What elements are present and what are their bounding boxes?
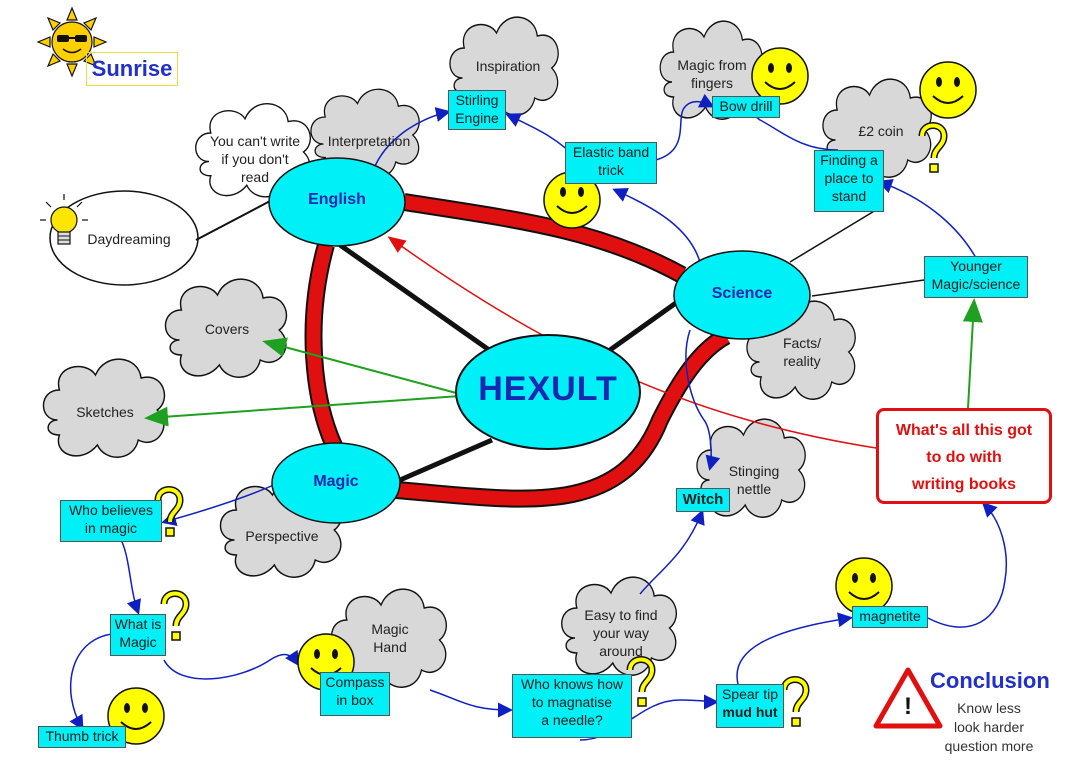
lightbulb-icon: [40, 194, 88, 245]
daydreaming-label: Daydreaming: [87, 231, 171, 247]
sunrise-label: Sunrise: [86, 52, 178, 86]
question-mark-icon: [784, 680, 806, 727]
conclusion-line: Know less: [957, 700, 1021, 716]
bow-drill-box: Bow drill: [712, 96, 780, 118]
hexult-title: Hexult: [478, 370, 618, 408]
inspiration-label: Inspiration: [475, 58, 541, 74]
svg-text:!: !: [904, 693, 912, 720]
thumb-trick-box: Thumb trick: [38, 726, 126, 748]
magic-label: Magic: [313, 473, 359, 490]
sketches-label: Sketches: [76, 404, 134, 420]
question-mark-icon: [164, 594, 186, 641]
science-oval: [673, 250, 811, 340]
sun-icon: [36, 6, 108, 78]
smiley-icon: [919, 61, 977, 119]
warning-icon: !: [873, 667, 943, 729]
magic-oval: [271, 442, 401, 524]
covers-label: Covers: [204, 321, 250, 337]
hexult-oval: [455, 334, 641, 450]
magnetite-box: magnetite: [852, 606, 928, 628]
perspective-label: Perspective: [245, 528, 319, 544]
conclusion-line: question more: [944, 738, 1034, 754]
english-label: English: [308, 191, 366, 208]
facts-label: Facts/reality: [782, 335, 822, 369]
conclusion-line: look harder: [953, 719, 1025, 735]
witch-box: Witch: [676, 488, 730, 512]
science-label: Science: [711, 285, 773, 302]
english-oval: [268, 157, 406, 247]
coin-label: £2 coin: [858, 123, 904, 139]
conclusion-title: Conclusion: [930, 668, 1050, 693]
interpretation-label: Interpretation: [327, 133, 411, 149]
